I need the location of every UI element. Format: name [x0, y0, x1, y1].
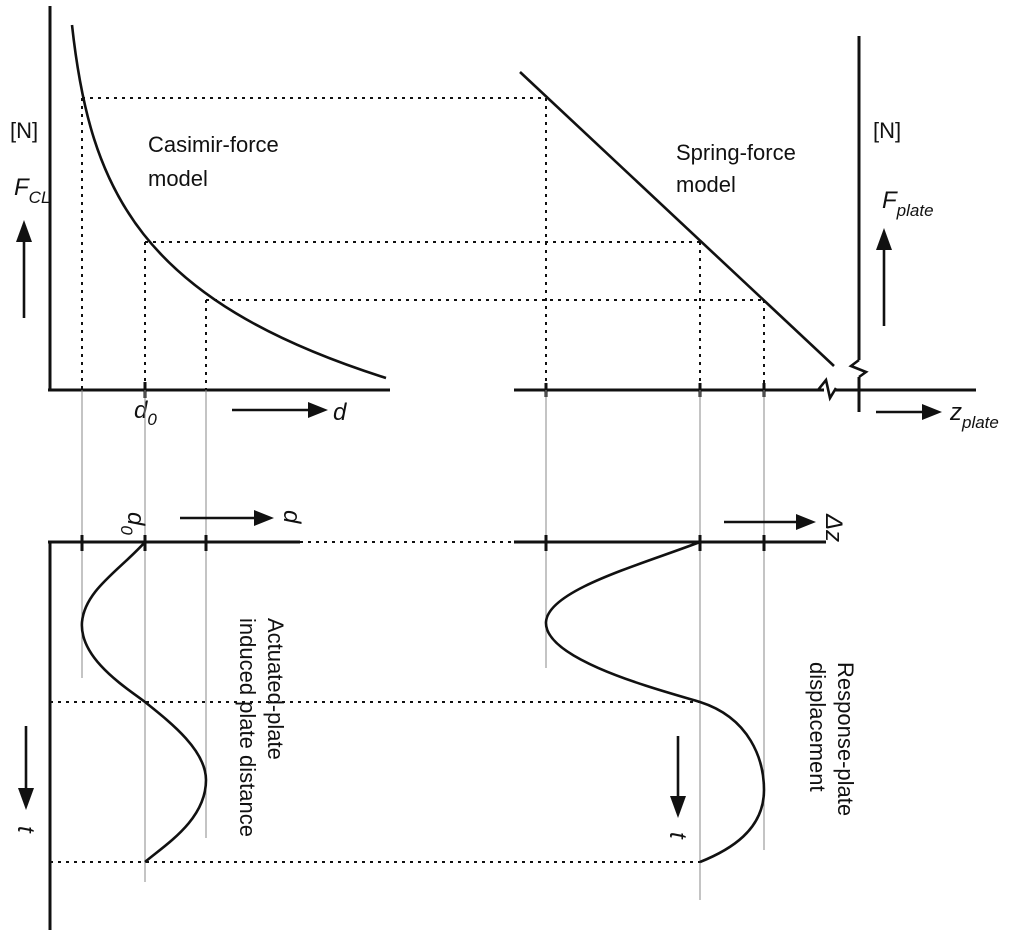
- spring-force-panel: [N] Spring-force model Fplate zplate: [514, 36, 999, 432]
- time-arrow-left-head: [18, 788, 34, 810]
- casimir-unit-label: [N]: [10, 118, 38, 143]
- d-axis-label-bottom: d: [278, 510, 305, 524]
- z-plate-arrowhead: [922, 404, 942, 420]
- z-plate-axis-label: zplate: [949, 399, 999, 432]
- casimir-model-label-line1: Casimir-force: [148, 132, 279, 157]
- actuated-caption-line2: induced plate distance: [235, 618, 260, 837]
- time-label-left: t: [12, 826, 39, 834]
- spring-force-line: [519, 71, 835, 367]
- d-arrow-top-head: [308, 402, 328, 418]
- response-plate-sine: [544, 540, 766, 864]
- spring-unit-label: [N]: [873, 118, 901, 143]
- response-caption-line2: displacement: [805, 662, 830, 792]
- response-plate-panel: Δz t Response-plate displacement: [50, 513, 858, 864]
- casimir-force-label: FCL: [14, 174, 50, 207]
- spring-axis-break: [816, 377, 838, 402]
- casimir-force-curve: [70, 24, 387, 380]
- plate-force-label: Fplate: [882, 187, 934, 220]
- dz-axis-label: Δz: [820, 513, 847, 542]
- d-arrow-bottom-head: [254, 510, 274, 526]
- response-caption-line1: Response-plate: [833, 662, 858, 816]
- actuated-plate-panel: d0 d t Actuated-plate induced plate dist…: [12, 510, 514, 930]
- casimir-force-arrowhead: [16, 220, 32, 242]
- casimir-model-label-line2: model: [148, 166, 208, 191]
- time-arrow-right-head: [670, 796, 686, 818]
- spring-model-label-line2: model: [676, 172, 736, 197]
- d-axis-label-top: d: [333, 399, 347, 426]
- d0-label-bottom: d0: [117, 512, 149, 535]
- casimir-force-panel: [N] FCL Casimir-force model d0 d: [10, 6, 764, 429]
- plate-force-arrowhead: [876, 228, 892, 250]
- vertical-guides: [81, 390, 765, 900]
- spring-y-axis-break: [848, 358, 869, 379]
- actuated-caption-line1: Actuated-plate: [263, 618, 288, 760]
- d0-label-top: d0: [134, 397, 157, 429]
- actuated-plate-sine: [80, 541, 208, 863]
- spring-model-label-line1: Spring-force: [676, 140, 796, 165]
- dz-arrow-head: [796, 514, 816, 530]
- time-label-right: t: [664, 832, 691, 840]
